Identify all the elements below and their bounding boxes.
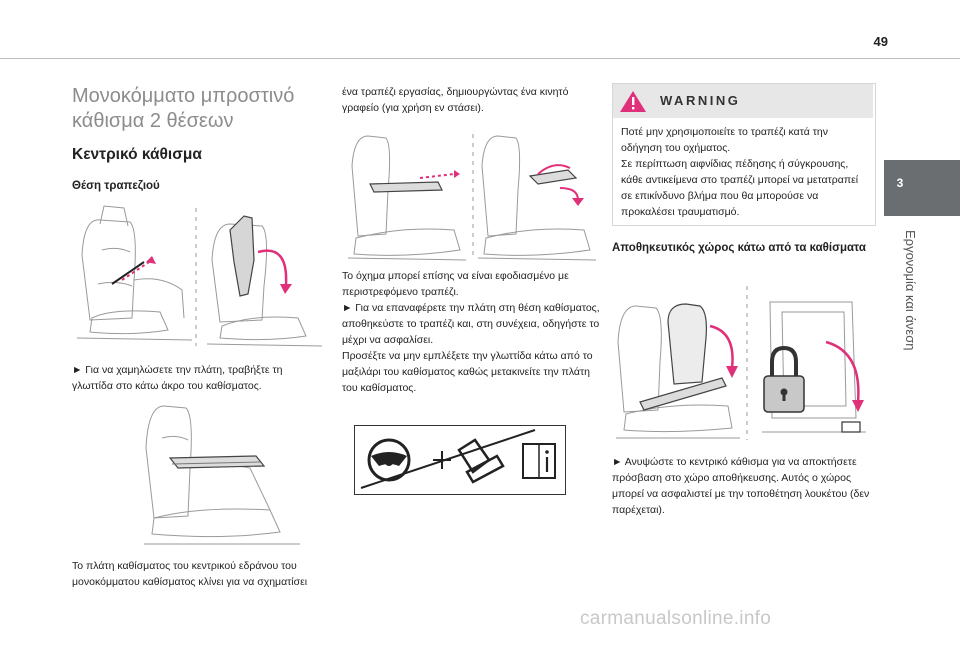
- warning-header: [613, 84, 873, 118]
- seat-fold-illustration: [72, 200, 330, 350]
- text-caution-tab: Προσέξτε να μην εμπλέξετε την γλωττίδα κ…: [342, 350, 593, 394]
- warning-line-2: Σε περίπτωση αιφνίδιας πέδησης ή σύγκρου…: [621, 158, 859, 218]
- safety-symbols-panel: [354, 425, 566, 495]
- text-restore-backrest: Το όχημα μπορεί επίσης να είναι εφοδιασμ…: [342, 268, 604, 396]
- chapter-label: Εργονομία και άνεση: [903, 230, 918, 351]
- chapter-tab[interactable]: [884, 160, 960, 216]
- storage-title: Αποθηκευτικός χώρος κάτω από τα καθίσματ…: [612, 242, 866, 254]
- watermark: carmanualsonline.info: [580, 608, 772, 629]
- page-title: Μονοκόμματο μπροστινό κάθισμα 2 θέσεων: [72, 85, 295, 132]
- warning-text: Ποτέ μην χρησιμοποιείτε το τραπέζι κατά …: [621, 124, 871, 220]
- subsection-title: Θέση τραπεζιού: [72, 180, 160, 192]
- instruction-raise-seat: ► Ανυψώστε το κεντρικό κάθισμα για να απ…: [612, 456, 870, 516]
- text-backrest-tilt: Το πλάτη καθίσματος του κεντρικού εδράνο…: [72, 560, 308, 588]
- warning-triangle-icon: [620, 91, 646, 112]
- instruction-stow-table: ► Για να επαναφέρετε την πλάτη στη θέση …: [342, 302, 600, 346]
- swivel-table-illustration: [342, 126, 604, 266]
- storage-compartment-illustration: [612, 282, 874, 442]
- seat-table-illustration: [140, 398, 310, 548]
- warning-title: WARNING: [660, 93, 741, 108]
- warning-line-1: Ποτέ μην χρησιμοποιείτε το τραπέζι κατά …: [621, 126, 828, 154]
- section-title: Κεντρικό κάθισμα: [72, 146, 202, 163]
- top-rule: [0, 58, 960, 59]
- chapter-number: 3: [896, 176, 904, 190]
- page-number: 49: [873, 34, 888, 49]
- text-mobile-office: ένα τραπέζι εργασίας, δημιουργώντας ένα …: [342, 86, 569, 114]
- instruction-lower-backrest: ► Για να χαμηλώσετε την πλάτη, τραβήξτε …: [72, 364, 283, 392]
- text-swivel-table: Το όχημα μπορεί επίσης να είναι εφοδιασμ…: [342, 270, 569, 298]
